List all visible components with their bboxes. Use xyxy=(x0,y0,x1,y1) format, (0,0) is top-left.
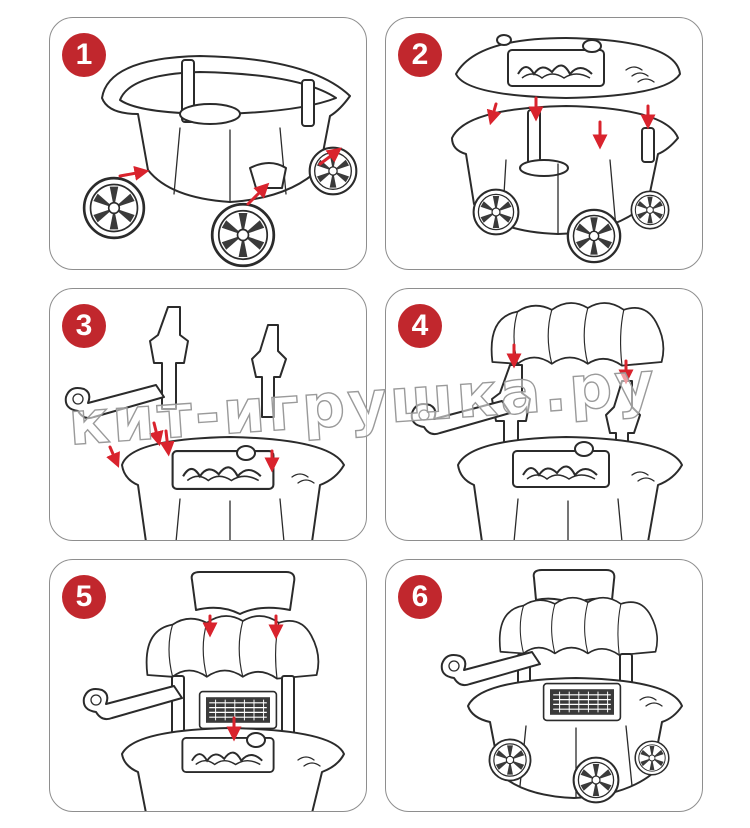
wheel-icon xyxy=(630,190,670,230)
step-5-illustration xyxy=(82,571,345,811)
arrow-icon xyxy=(106,445,120,468)
arrow-icon xyxy=(246,182,270,206)
handle-icon xyxy=(410,399,512,436)
wheel-icon xyxy=(572,756,620,804)
step-4-illustration xyxy=(410,302,683,540)
canopy-icon xyxy=(145,615,320,680)
wheel-icon xyxy=(82,176,146,240)
grill-icon xyxy=(507,49,605,87)
handle-icon xyxy=(64,383,166,420)
step-number-badge: 1 xyxy=(62,33,106,77)
wheel-icon xyxy=(488,738,532,782)
arrow-icon xyxy=(118,165,150,181)
step-6-illustration xyxy=(440,569,683,804)
handle-icon xyxy=(82,684,184,721)
arrow-icon xyxy=(148,421,164,447)
wheel-icon xyxy=(210,202,276,268)
step-2-panel: 2 xyxy=(385,17,703,270)
step-number-badge: 4 xyxy=(398,304,442,348)
step-3-illustration xyxy=(64,306,345,540)
canopy-icon xyxy=(498,596,659,656)
step-2-illustration xyxy=(451,34,681,264)
grill-icon xyxy=(511,449,611,489)
grill-icon xyxy=(198,690,278,730)
step-6-panel: 6 xyxy=(385,559,703,812)
step-number-badge: 5 xyxy=(62,575,106,619)
arrow-icon xyxy=(318,147,342,166)
wheel-icon xyxy=(472,188,520,236)
step-3-panel: 3 xyxy=(49,288,367,541)
step-1-panel: 1 xyxy=(49,17,367,270)
step-1-illustration xyxy=(82,55,358,268)
arrow-icon xyxy=(486,102,502,126)
step-number-badge: 2 xyxy=(398,33,442,77)
step-4-panel: 4 xyxy=(385,288,703,541)
canopy-icon xyxy=(490,302,665,367)
grill-icon xyxy=(171,450,275,490)
wheel-icon xyxy=(566,208,622,264)
wheel-icon xyxy=(634,740,670,776)
step-number-badge: 6 xyxy=(398,575,442,619)
step-number-badge: 3 xyxy=(62,304,106,348)
step-5-panel: 5 xyxy=(49,559,367,812)
arrow-icon xyxy=(159,429,175,457)
grill-icon xyxy=(542,682,622,722)
